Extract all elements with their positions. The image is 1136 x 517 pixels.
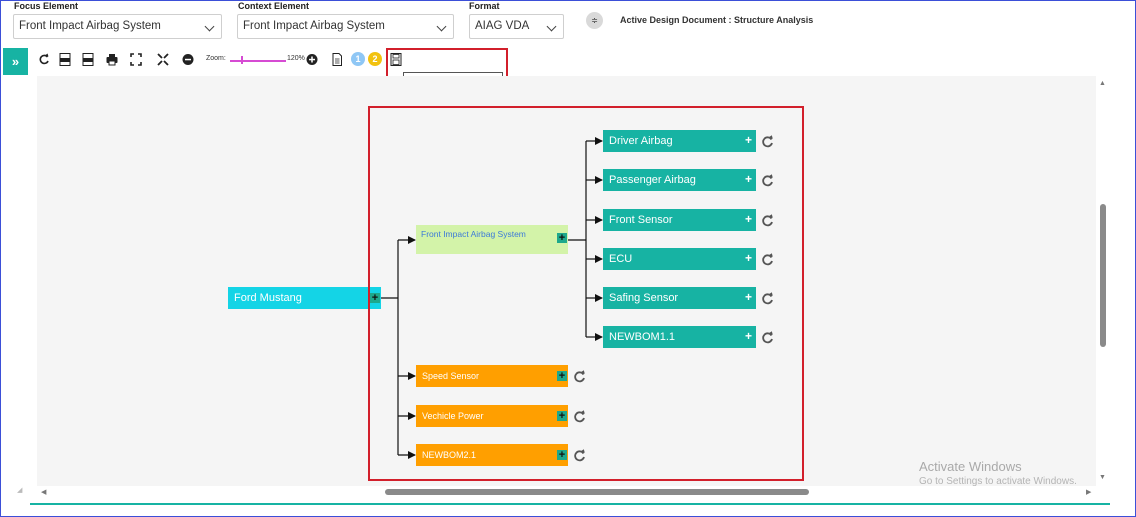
- plus-icon[interactable]: +: [744, 212, 752, 226]
- tree-node-label: Ford Mustang: [234, 292, 302, 304]
- xml-icon[interactable]: [82, 53, 94, 66]
- refresh-icon[interactable]: [761, 135, 774, 148]
- document-icon[interactable]: [331, 53, 343, 66]
- plus-icon[interactable]: +: [557, 410, 567, 422]
- resize-corner-icon: ◢: [17, 487, 23, 494]
- plus-icon[interactable]: +: [744, 251, 752, 265]
- focus-element-value: Front Impact Airbag System: [19, 20, 161, 32]
- tree-node-system[interactable]: Front Impact Airbag System +: [416, 225, 568, 254]
- activation-watermark-subtitle: Go to Settings to activate Windows.: [919, 476, 1077, 487]
- zoom-in-icon[interactable]: [306, 53, 318, 66]
- refresh-icon[interactable]: [761, 292, 774, 305]
- focus-element-select[interactable]: Front Impact Airbag System: [13, 14, 222, 39]
- refresh-icon[interactable]: [761, 331, 774, 344]
- focus-element-label: Focus Element: [14, 1, 79, 11]
- zoom-out-icon[interactable]: [182, 53, 194, 66]
- plus-icon[interactable]: +: [744, 290, 752, 304]
- tree-node-label: Speed Sensor: [422, 371, 480, 381]
- highlight-structure-tree: [368, 106, 804, 481]
- tree-node-vehicle-power[interactable]: Vechicle Power +: [416, 405, 568, 427]
- active-document-title: Active Design Document : Structure Analy…: [620, 15, 814, 25]
- pdf-icon[interactable]: [59, 53, 71, 66]
- tree-node-label: Front Impact Airbag System: [421, 229, 526, 239]
- tree-node-label: Vechicle Power: [422, 411, 484, 421]
- zoom-label: Zoom:: [206, 55, 226, 62]
- tree-node-ecu[interactable]: ECU +: [603, 248, 756, 270]
- tree-node-label: Safing Sensor: [609, 292, 679, 304]
- tree-node-label: ECU: [609, 253, 633, 265]
- plus-icon[interactable]: +: [557, 232, 567, 244]
- zoom-slider-thumb[interactable]: [241, 56, 244, 64]
- refresh-icon[interactable]: [573, 370, 586, 383]
- scroll-right-icon[interactable]: ▶: [1086, 489, 1092, 496]
- print-icon[interactable]: [106, 53, 118, 66]
- tree-node-label: Passenger Airbag: [609, 174, 696, 186]
- context-element-select[interactable]: Front Impact Airbag System: [237, 14, 454, 39]
- vertical-scrollbar-thumb[interactable]: [1100, 204, 1106, 347]
- save-bom-icon[interactable]: [390, 53, 402, 66]
- format-select[interactable]: AIAG VDA: [469, 14, 564, 39]
- format-label: Format: [469, 1, 500, 11]
- zoom-value: 120%: [287, 55, 305, 62]
- refresh-icon[interactable]: [761, 253, 774, 266]
- refresh-icon[interactable]: [573, 449, 586, 462]
- step-badge-2[interactable]: 2: [368, 52, 382, 66]
- refresh-icon[interactable]: [761, 214, 774, 227]
- expand-icon[interactable]: [157, 53, 169, 66]
- context-element-value: Front Impact Airbag System: [243, 20, 385, 32]
- tree-node-label: NEWBOM2.1: [422, 450, 477, 460]
- tree-node-front-sensor[interactable]: Front Sensor +: [603, 209, 756, 231]
- collapse-header-button[interactable]: ≑: [586, 12, 603, 29]
- tree-node-newbom1-1[interactable]: NEWBOM1.1 +: [603, 326, 756, 348]
- scroll-down-icon[interactable]: ▼: [1099, 474, 1106, 481]
- plus-icon[interactable]: +: [557, 449, 567, 461]
- tree-node-speed-sensor[interactable]: Speed Sensor +: [416, 365, 568, 387]
- refresh-icon[interactable]: [573, 410, 586, 423]
- context-element-label: Context Element: [238, 1, 310, 11]
- tree-node-safing-sensor[interactable]: Safing Sensor +: [603, 287, 756, 309]
- zoom-slider[interactable]: [230, 60, 286, 62]
- scroll-left-icon[interactable]: ◀: [41, 489, 47, 496]
- horizontal-scrollbar-thumb[interactable]: [385, 489, 809, 495]
- tree-node-label: Front Sensor: [609, 214, 673, 226]
- plus-icon[interactable]: +: [557, 370, 567, 382]
- refresh-icon[interactable]: [38, 53, 50, 66]
- format-value: AIAG VDA: [475, 20, 530, 32]
- refresh-icon[interactable]: [761, 174, 774, 187]
- tree-node-root[interactable]: Ford Mustang +: [228, 287, 381, 309]
- sidebar-toggle-button[interactable]: »: [3, 48, 28, 75]
- fit-screen-icon[interactable]: [130, 53, 142, 66]
- plus-icon[interactable]: +: [370, 292, 380, 304]
- tree-node-label: NEWBOM1.1: [609, 331, 676, 343]
- tree-node-label: Driver Airbag: [609, 135, 673, 147]
- plus-icon[interactable]: +: [744, 172, 752, 186]
- tree-node-driver-airbag[interactable]: Driver Airbag +: [603, 130, 756, 152]
- plus-icon[interactable]: +: [744, 329, 752, 343]
- step-badge-1[interactable]: 1: [351, 52, 365, 66]
- tree-node-newbom2-1[interactable]: NEWBOM2.1 +: [416, 444, 568, 466]
- scroll-up-icon[interactable]: ▲: [1099, 80, 1106, 87]
- plus-icon[interactable]: +: [744, 133, 752, 147]
- bottom-divider: [30, 503, 1110, 505]
- activation-watermark-title: Activate Windows: [919, 459, 1022, 474]
- tree-node-passenger-airbag[interactable]: Passenger Airbag +: [603, 169, 756, 191]
